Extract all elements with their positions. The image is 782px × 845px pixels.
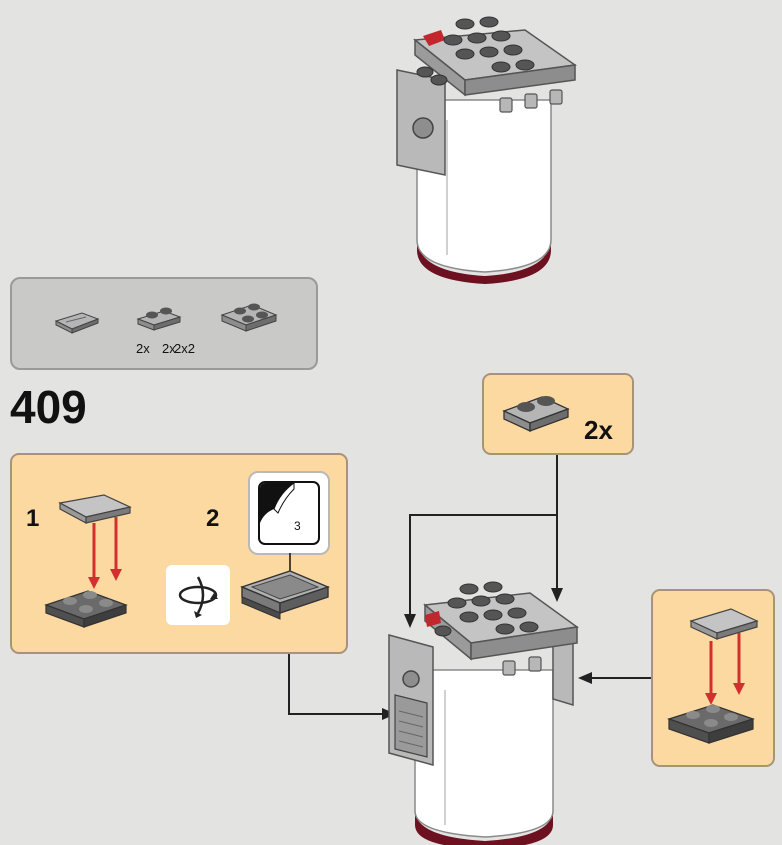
part-plate-1x2-icon (136, 307, 182, 331)
sub-step-2-number: 2 (206, 505, 220, 532)
sticker-number: 3 (294, 519, 301, 533)
part-plate-2x2-qty: 2x (162, 341, 176, 356)
arrow-head-c (578, 672, 592, 684)
subassembly-panel-a: 1 2 3 (10, 453, 348, 654)
previous-model-illustration (396, 16, 577, 284)
sticker-peel-icon (260, 483, 295, 523)
sub-step-2-illustration (240, 553, 330, 620)
sticker-callout: 3 (248, 471, 330, 555)
part-plate-2x2-size: 2x2 (174, 341, 195, 356)
plate-1x2-callout-illustration (502, 396, 570, 433)
arrow-head-b-left (404, 614, 416, 628)
panel-c-illustration (667, 608, 759, 744)
sticker-sheet: 3 (258, 481, 320, 545)
sub-step-1-illustration (44, 494, 132, 628)
parts-list-box: 2x 2x (10, 277, 318, 370)
subassembly-panel-c (651, 589, 775, 767)
step-number: 409 (10, 381, 87, 433)
subassembly-panel-b: 2x (482, 373, 634, 455)
arrow-head-b-right (551, 588, 563, 602)
rotate-arrow-icon (178, 576, 218, 618)
rotate-indicator (166, 565, 230, 625)
panel-b-quantity: 2x (584, 415, 613, 445)
part-plate-1x2-qty: 2x (136, 341, 150, 356)
part-plate-2x2-icon (220, 303, 278, 332)
part-tile-1x2-grille-icon (54, 312, 100, 334)
sub-step-1-number: 1 (26, 505, 40, 532)
main-model-illustration (388, 581, 579, 845)
